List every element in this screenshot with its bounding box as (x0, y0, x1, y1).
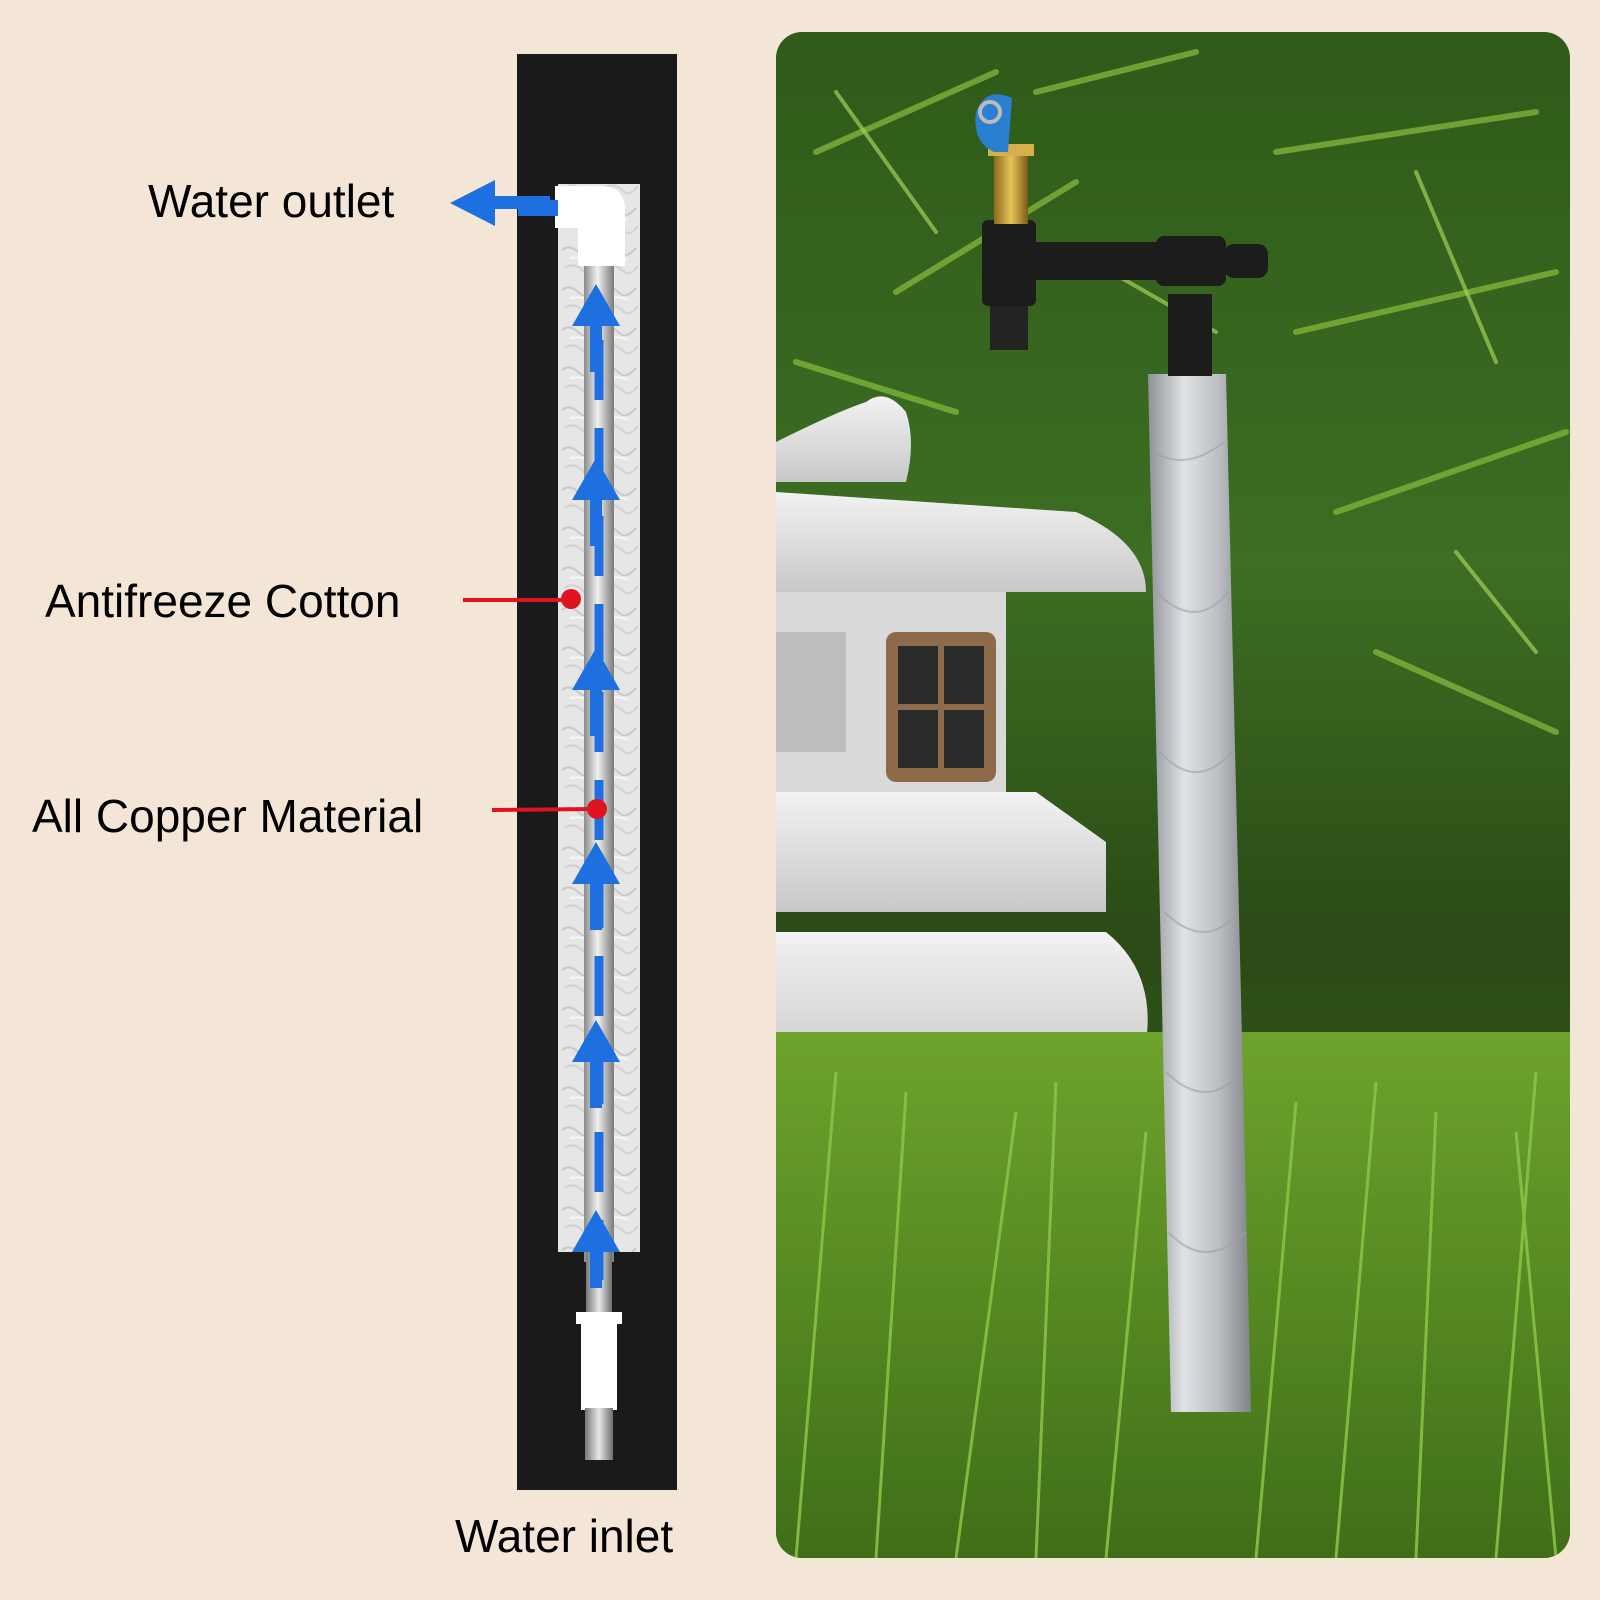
garden-faucet-illustration (776, 32, 1570, 1558)
copper-pipe (584, 262, 614, 1262)
red-dot-icon (561, 589, 581, 609)
insulated-post (1148, 374, 1251, 1412)
outlet-elbow (555, 186, 625, 266)
red-dot-icon (587, 799, 607, 819)
left-arrow-icon (450, 180, 550, 226)
inlet-fitting (581, 1322, 617, 1410)
inlet-fitting-flange (576, 1312, 622, 1324)
cross-section-diagram (450, 54, 677, 1490)
all-copper-material-label: All Copper Material (32, 790, 424, 842)
inlet-pipe-end (585, 1408, 613, 1460)
antifreeze-cotton-label: Antifreeze Cotton (45, 575, 401, 627)
up-arrow-icon (572, 1020, 620, 1108)
water-inlet-label: Water inlet (455, 1510, 674, 1562)
up-arrow-icon (572, 458, 620, 546)
up-arrow-icon (572, 284, 620, 372)
product-photo (776, 32, 1570, 1558)
antifreeze-cotton-callout (463, 589, 581, 609)
locking-faucet (975, 94, 1268, 376)
up-arrow-icon (572, 842, 620, 930)
up-arrow-icon (572, 1210, 620, 1288)
up-arrow-icon (572, 648, 620, 736)
water-outlet-label: Water outlet (148, 175, 395, 227)
copper-material-callout (491, 799, 607, 819)
